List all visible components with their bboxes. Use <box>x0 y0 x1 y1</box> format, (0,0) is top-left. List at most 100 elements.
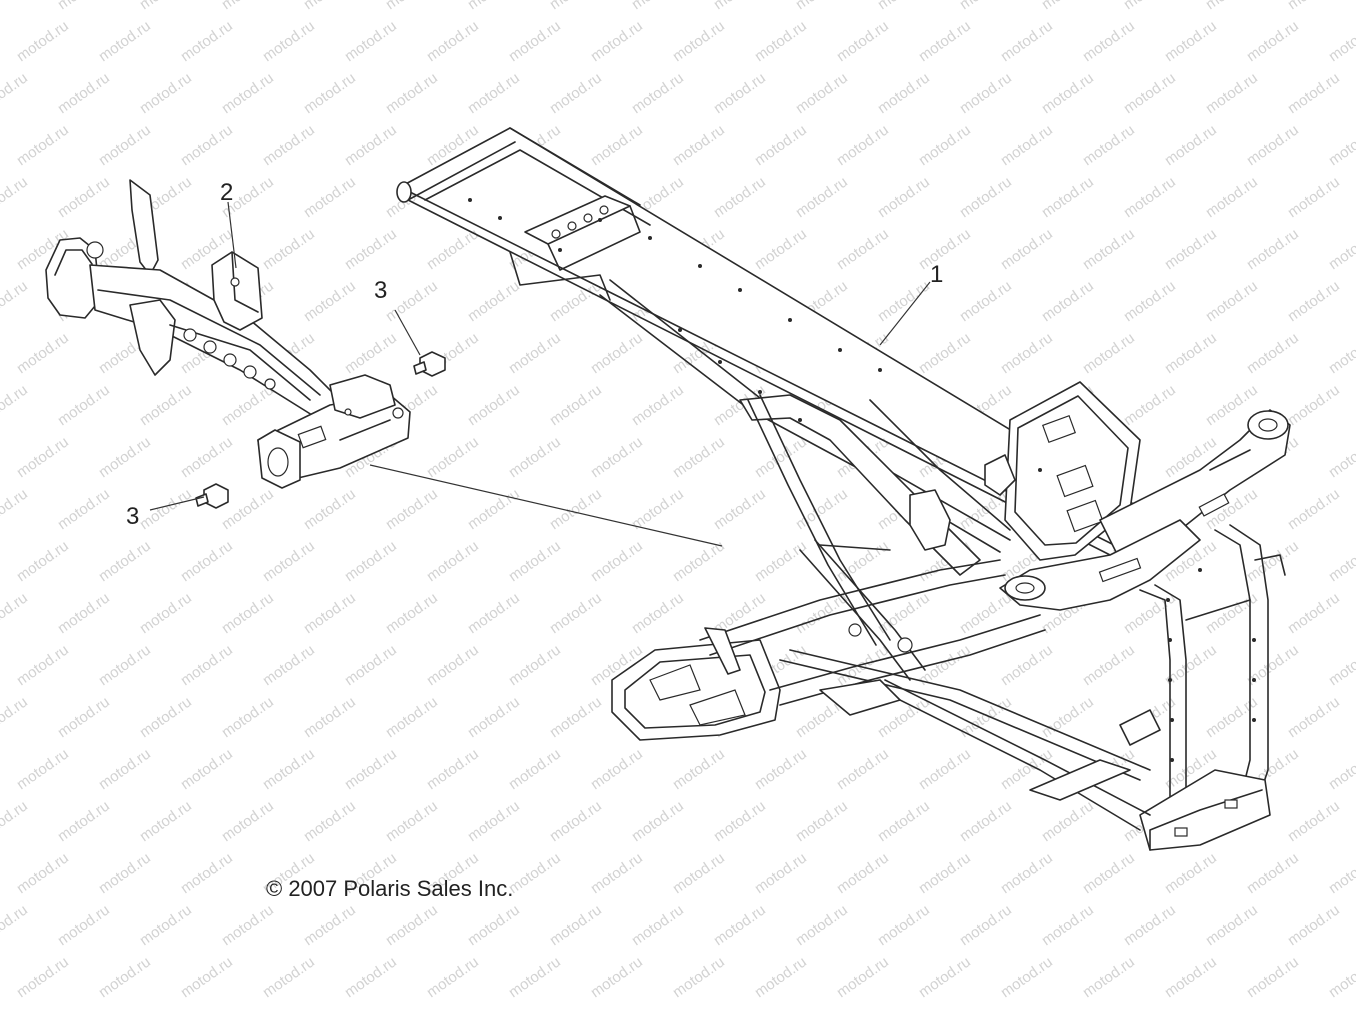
watermark-text: motod.ru <box>260 225 318 273</box>
watermark-text: motod.ru <box>178 17 236 65</box>
watermark-text: motod.ru <box>55 381 113 429</box>
watermark-text: motod.ru <box>0 381 31 429</box>
watermark-text: motod.ru <box>547 901 605 949</box>
watermark-text: motod.ru <box>424 537 482 585</box>
watermark-text: motod.ru <box>916 121 974 169</box>
watermark-text: motod.ru <box>1121 589 1179 637</box>
watermark-text: motod.ru <box>1080 17 1138 65</box>
watermark-text: motod.ru <box>1285 69 1343 117</box>
watermark-text: motod.ru <box>1285 693 1343 741</box>
watermark-text: motod.ru <box>957 69 1015 117</box>
main-frame <box>396 127 1291 851</box>
watermark-text: motod.ru <box>55 901 113 949</box>
watermark-text: motod.ru <box>998 849 1056 897</box>
watermark-text: motod.ru <box>916 953 974 1001</box>
watermark-text: motod.ru <box>547 797 605 845</box>
watermark-text: motod.ru <box>0 69 31 117</box>
watermark-text: motod.ru <box>1285 173 1343 221</box>
watermark-text: motod.ru <box>957 173 1015 221</box>
watermark-text: motod.ru <box>998 225 1056 273</box>
watermark-text: motod.ru <box>957 589 1015 637</box>
callout-1: 1 <box>930 261 943 288</box>
watermark-text: motod.ru <box>1162 225 1220 273</box>
watermark-text: motod.ru <box>14 537 72 585</box>
watermark-text: motod.ru <box>957 0 1015 13</box>
watermark-text: motod.ru <box>55 485 113 533</box>
watermark-text: motod.ru <box>301 693 359 741</box>
watermark-text: motod.ru <box>1039 0 1097 13</box>
watermark-text: motod.ru <box>1203 69 1261 117</box>
watermark-text: motod.ru <box>1326 121 1356 169</box>
watermark-text: motod.ru <box>506 641 564 689</box>
watermark-text: motod.ru <box>96 17 154 65</box>
watermark-text: motod.ru <box>1039 693 1097 741</box>
watermark-text: motod.ru <box>219 0 277 13</box>
watermark-text: motod.ru <box>711 901 769 949</box>
callout-3-lower: 3 <box>126 503 139 530</box>
watermark-text: motod.ru <box>670 745 728 793</box>
watermark-text: motod.ru <box>1326 17 1356 65</box>
watermark-text: motod.ru <box>342 225 400 273</box>
watermark-text: motod.ru <box>588 121 646 169</box>
watermark-text: motod.ru <box>916 745 974 793</box>
watermark-text: motod.ru <box>301 901 359 949</box>
watermark-text: motod.ru <box>219 589 277 637</box>
watermark-text: motod.ru <box>547 69 605 117</box>
watermark-text: motod.ru <box>424 953 482 1001</box>
watermark-text: motod.ru <box>178 745 236 793</box>
watermark-text: motod.ru <box>1080 121 1138 169</box>
watermark-text: motod.ru <box>1285 589 1343 637</box>
watermark-text: motod.ru <box>178 849 236 897</box>
watermark-text: motod.ru <box>55 0 113 13</box>
watermark-text: motod.ru <box>1326 745 1356 793</box>
watermark-text: motod.ru <box>834 225 892 273</box>
watermark-text: motod.ru <box>301 485 359 533</box>
watermark-text: motod.ru <box>1203 589 1261 637</box>
watermark-text: motod.ru <box>260 17 318 65</box>
watermark-text: motod.ru <box>629 589 687 637</box>
watermark-text: motod.ru <box>588 849 646 897</box>
leader-lines <box>149 201 931 547</box>
watermark-text: motod.ru <box>137 485 195 533</box>
watermark-text: motod.ru <box>1121 381 1179 429</box>
watermark-text: motod.ru <box>1244 329 1302 377</box>
watermark-text: motod.ru <box>96 121 154 169</box>
watermark-text: motod.ru <box>1285 797 1343 845</box>
watermark-text: motod.ru <box>55 797 113 845</box>
watermark-text: motod.ru <box>424 641 482 689</box>
watermark-text: motod.ru <box>793 797 851 845</box>
watermark-text: motod.ru <box>342 537 400 585</box>
watermark-text: motod.ru <box>219 693 277 741</box>
watermark-text: motod.ru <box>14 121 72 169</box>
watermark-text: motod.ru <box>957 901 1015 949</box>
watermark-text: motod.ru <box>1121 173 1179 221</box>
watermark-text: motod.ru <box>301 173 359 221</box>
watermark-text: motod.ru <box>1326 641 1356 689</box>
watermark-text: motod.ru <box>1039 69 1097 117</box>
watermark-text: motod.ru <box>137 0 195 13</box>
watermark-text: motod.ru <box>1121 277 1179 325</box>
watermark-text: motod.ru <box>96 433 154 481</box>
watermark-text: motod.ru <box>424 745 482 793</box>
watermark-text: motod.ru <box>383 277 441 325</box>
watermark-text: motod.ru <box>834 17 892 65</box>
watermark-text: motod.ru <box>875 797 933 845</box>
watermark-text: motod.ru <box>1203 173 1261 221</box>
watermark-text: motod.ru <box>55 589 113 637</box>
watermark-text: motod.ru <box>178 537 236 585</box>
watermark-text: motod.ru <box>588 329 646 377</box>
watermark-text: motod.ru <box>1039 797 1097 845</box>
watermark-text: motod.ru <box>1039 277 1097 325</box>
watermark-text: motod.ru <box>342 953 400 1001</box>
watermark-text: motod.ru <box>793 485 851 533</box>
watermark-text: motod.ru <box>1080 329 1138 377</box>
callout-2: 2 <box>220 179 233 206</box>
watermark-text: motod.ru <box>998 953 1056 1001</box>
watermark-text: motod.ru <box>301 277 359 325</box>
watermark-text: motod.ru <box>1121 69 1179 117</box>
watermark-text: motod.ru <box>1203 277 1261 325</box>
watermark-text: motod.ru <box>875 901 933 949</box>
watermark-text: motod.ru <box>424 17 482 65</box>
watermark-text: motod.ru <box>1203 693 1261 741</box>
bolt-upper <box>413 351 446 377</box>
